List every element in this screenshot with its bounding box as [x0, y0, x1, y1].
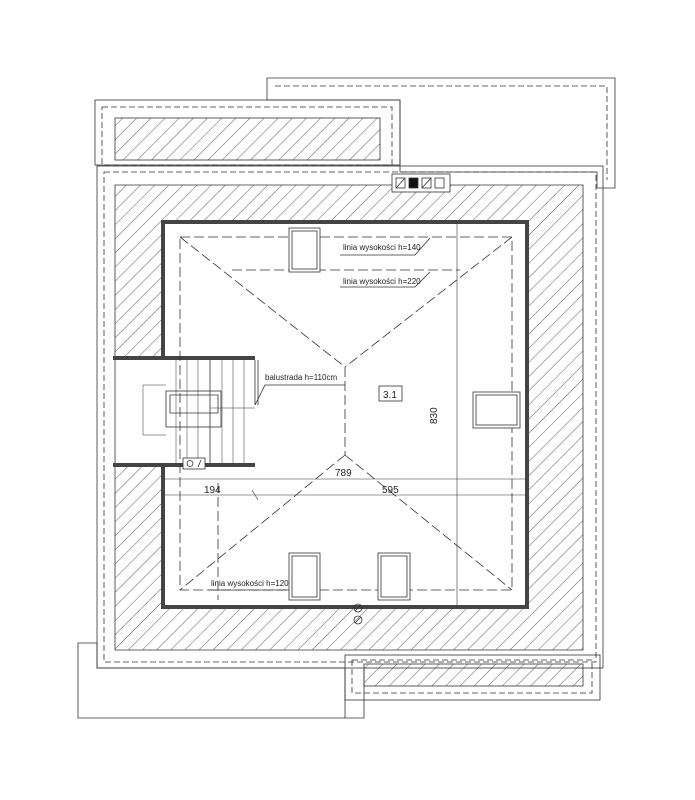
staircase [113, 356, 259, 470]
dimension-left: 194 [204, 485, 221, 496]
room-label-box [378, 385, 403, 402]
balustrade-label: balustrada h=110cm [265, 373, 337, 382]
height-line-120-label: linia wysokości h=120 [211, 579, 289, 588]
dimension-right: 595 [382, 485, 399, 496]
roof-windows [288, 227, 521, 601]
room-wall [161, 220, 529, 609]
dimension-total-width: 789 [335, 468, 352, 479]
building-outline [96, 165, 604, 669]
ventilation-ducts [353, 603, 363, 625]
chimney-flues [391, 173, 451, 193]
terrace-bottom-right [344, 654, 601, 701]
height-line-140-label: linia wysokości h=140 [343, 243, 421, 252]
height-line-220-label: linia wysokości h=220 [343, 277, 421, 286]
dimension-lines [163, 222, 527, 607]
room-number: 3.1 [383, 390, 397, 401]
terrace-upper-left [94, 99, 401, 166]
height-lines [179, 236, 513, 600]
dimension-height: 830 [429, 407, 440, 424]
roof-overhang-bottom-left [77, 642, 365, 719]
